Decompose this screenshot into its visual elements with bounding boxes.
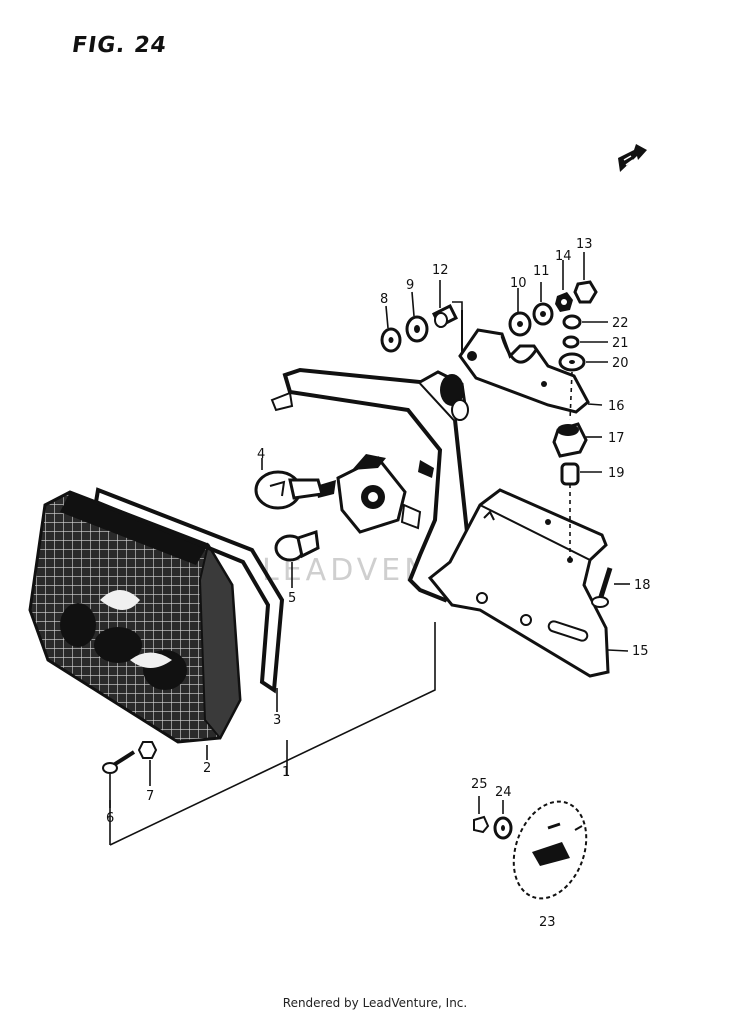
bulb-4 <box>254 470 324 510</box>
nut-7 <box>137 741 158 759</box>
screw-6 <box>102 750 136 774</box>
label-8: 8 <box>380 292 388 307</box>
cushion-17 <box>552 422 588 458</box>
label-21: 21 <box>612 336 629 351</box>
washer-10 <box>508 311 532 337</box>
nut-25 <box>473 815 490 834</box>
label-5: 5 <box>288 591 296 606</box>
label-14: 14 <box>555 249 572 264</box>
label-22: 22 <box>612 316 629 331</box>
collar-12 <box>431 303 459 329</box>
label-23: 23 <box>539 915 556 930</box>
label-6: 6 <box>106 811 114 826</box>
mount-bracket <box>458 310 590 414</box>
label-1: 1 <box>282 765 290 780</box>
washer-9 <box>405 315 429 343</box>
label-2: 2 <box>203 761 211 776</box>
washer-8 <box>380 327 402 353</box>
lamp-housing <box>270 367 473 603</box>
label-13: 13 <box>576 237 593 252</box>
washer-11 <box>532 302 554 326</box>
footer-credit: Rendered by LeadVenture, Inc. <box>282 996 468 1010</box>
label-4: 4 <box>257 447 265 462</box>
collar-19 <box>560 462 580 486</box>
washer-20 <box>558 352 586 372</box>
label-11: 11 <box>533 264 550 279</box>
label-19: 19 <box>608 466 625 481</box>
label-3: 3 <box>273 713 281 728</box>
label-17: 17 <box>608 431 625 446</box>
label-10: 10 <box>510 276 527 291</box>
label-20: 20 <box>612 356 629 371</box>
washer-24 <box>493 816 513 840</box>
gasket <box>93 487 285 694</box>
license-lens-23 <box>512 800 588 900</box>
label-12: 12 <box>432 263 449 278</box>
bolt-18 <box>591 567 613 608</box>
leader-lines <box>109 252 630 846</box>
lens-assembly <box>28 490 242 744</box>
label-7: 7 <box>146 789 154 804</box>
label-24: 24 <box>495 785 512 800</box>
bulb-5 <box>274 529 320 562</box>
nut-14 <box>555 292 573 312</box>
nut-22 <box>562 314 582 330</box>
part-labels: 1 2 3 4 5 6 7 8 9 10 11 12 13 14 15 16 1… <box>106 237 651 930</box>
nut-13 <box>573 280 598 304</box>
arrow-icon <box>618 144 647 172</box>
washer-21 <box>562 335 580 349</box>
label-16: 16 <box>608 399 625 414</box>
label-15: 15 <box>632 644 649 659</box>
label-25: 25 <box>471 777 488 792</box>
label-18: 18 <box>634 578 651 593</box>
license-bracket <box>427 488 610 678</box>
label-9: 9 <box>406 278 414 293</box>
